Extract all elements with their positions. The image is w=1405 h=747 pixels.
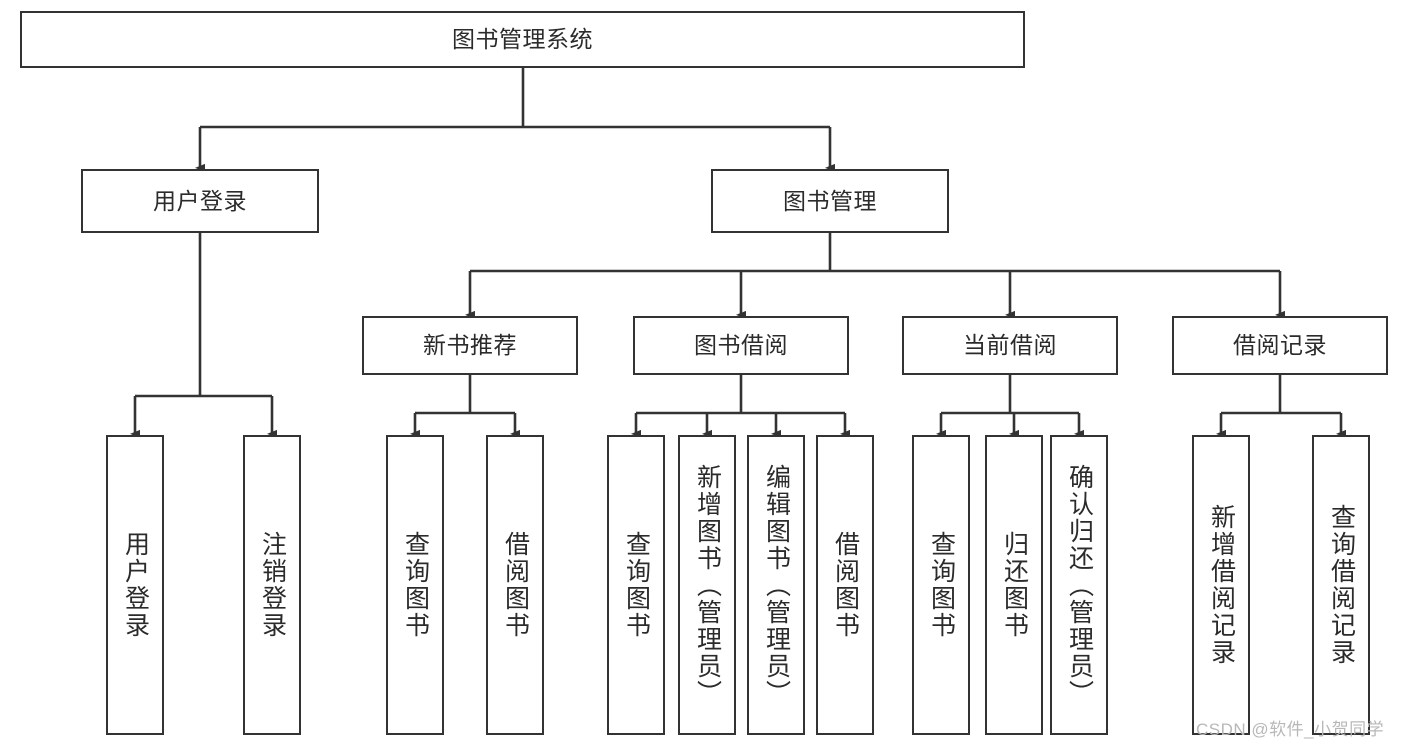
- node-leaf-bb-edit[interactable]: 编辑图书（管理员）: [747, 435, 805, 735]
- node-leaf-br-query[interactable]: 查询借阅记录: [1312, 435, 1370, 735]
- node-leaf-br-add[interactable]: 新增借阅记录: [1192, 435, 1250, 735]
- node-label: 借阅图书: [501, 531, 530, 639]
- watermark: CSDN @软件_小贺同学: [1196, 720, 1385, 739]
- node-book-manage[interactable]: 图书管理: [711, 169, 949, 233]
- node-label: 注销登录: [258, 531, 287, 639]
- node-label: 新增图书（管理员）: [693, 463, 722, 707]
- node-label: 当前借阅: [963, 332, 1057, 359]
- node-label: 归还图书: [1000, 531, 1029, 639]
- node-label: 新增借阅记录: [1207, 504, 1236, 666]
- node-leaf-rec-query[interactable]: 查询图书: [386, 435, 444, 735]
- node-user-login[interactable]: 用户登录: [81, 169, 319, 233]
- node-label: 确认归还（管理员）: [1065, 463, 1094, 707]
- node-leaf-user-login[interactable]: 用户登录: [106, 435, 164, 735]
- node-leaf-cb-return[interactable]: 归还图书: [985, 435, 1043, 735]
- node-label: 用户登录: [153, 187, 247, 214]
- node-label: 查询借阅记录: [1327, 504, 1356, 666]
- node-label: 新书推荐: [423, 332, 517, 359]
- node-root[interactable]: 图书管理系统: [20, 11, 1025, 68]
- node-leaf-user-logout[interactable]: 注销登录: [243, 435, 301, 735]
- node-label: 查询图书: [927, 531, 956, 639]
- node-label: 查询图书: [622, 531, 651, 639]
- node-label: 图书管理系统: [452, 26, 593, 53]
- node-leaf-bb-add[interactable]: 新增图书（管理员）: [678, 435, 736, 735]
- node-borrow-record[interactable]: 借阅记录: [1172, 316, 1388, 375]
- node-label: 借阅记录: [1233, 332, 1327, 359]
- node-label: 编辑图书（管理员）: [762, 463, 791, 707]
- node-label: 图书借阅: [694, 332, 788, 359]
- node-leaf-cb-query[interactable]: 查询图书: [912, 435, 970, 735]
- node-label: 图书管理: [783, 187, 877, 214]
- node-label: 用户登录: [121, 531, 150, 639]
- node-book-borrow[interactable]: 图书借阅: [633, 316, 849, 375]
- node-leaf-bb-query[interactable]: 查询图书: [607, 435, 665, 735]
- node-current-borrow[interactable]: 当前借阅: [902, 316, 1118, 375]
- node-leaf-rec-borrow[interactable]: 借阅图书: [486, 435, 544, 735]
- node-label: 借阅图书: [831, 531, 860, 639]
- node-label: 查询图书: [401, 531, 430, 639]
- edge-paths: [130, 68, 1346, 438]
- node-leaf-cb-confirm[interactable]: 确认归还（管理员）: [1050, 435, 1108, 735]
- node-leaf-bb-borrow[interactable]: 借阅图书: [816, 435, 874, 735]
- node-new-book-rec[interactable]: 新书推荐: [362, 316, 578, 375]
